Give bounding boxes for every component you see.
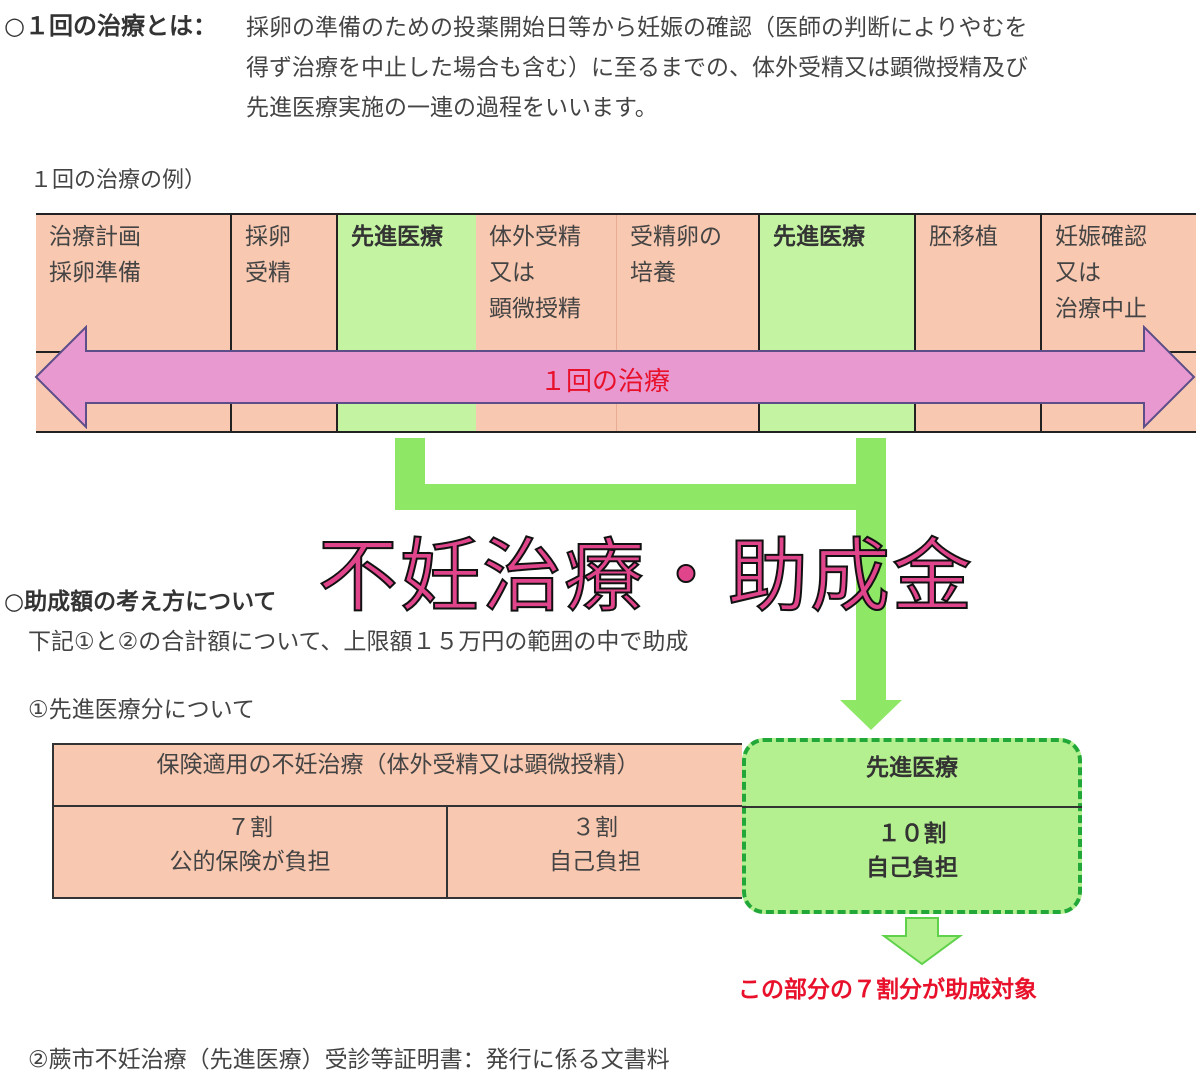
timeline-step-label: 胚移植 (929, 224, 998, 250)
self-pay-share-cell: ３割 自己負担 (448, 807, 742, 899)
subsidy-target-note: この部分の７割分が助成対象 (738, 977, 1037, 1003)
section1-heading: ①先進医療分について (28, 697, 255, 723)
down-arrow-icon (880, 917, 964, 966)
section2-heading: ②蕨市不妊治療（先進医療）受診等証明書：発行に係る文書料 (28, 1047, 670, 1073)
timeline-step-label: 体外受精又は顕微授精 (489, 224, 581, 322)
insured-treatment-header: 保険適用の不妊治療（体外受精又は顕微授精） (52, 743, 742, 807)
overlay-title: 不妊治療・助成金 (317, 529, 974, 624)
advanced-self-pay-label: 自己負担 (866, 855, 958, 881)
advanced-medical-connector-arrow (395, 438, 902, 730)
definition-line-2: 得ず治療を中止した場合も含む）に至るまでの、体外受精又は顕微授精及び (246, 55, 1028, 81)
definition-heading: ○１回の治療とは： (4, 12, 217, 40)
definition-line-1: 採卵の準備のための投薬開始日等から妊娠の確認（医師の判断によりやむを (246, 15, 1028, 41)
advanced-cell-divider (742, 806, 1082, 808)
advanced-medical-header: 先進医療 (866, 755, 958, 781)
timeline-step-label: 受精卵の培養 (630, 224, 722, 286)
public-insurance-share-cell: ７割 公的保険が負担 (52, 807, 448, 899)
timeline-step-label: 採卵受精 (245, 224, 291, 286)
timeline-step-label: 先進医療 (773, 224, 865, 250)
cost-breakdown-table: 保険適用の不妊治療（体外受精又は顕微授精） ７割 公的保険が負担 ３割 自己負担 (52, 743, 1092, 899)
subsidy-description: 下記①と②の合計額について、上限額１５万円の範囲の中で助成 (28, 629, 689, 655)
one-treatment-label: １回の治療 (540, 367, 671, 397)
timeline-step-label: 先進医療 (351, 224, 443, 250)
advanced-ratio: １０割 (877, 821, 947, 847)
timeline-step-label: 治療計画採卵準備 (49, 224, 141, 286)
timeline-step-label: 妊娠確認又は治療中止 (1055, 224, 1147, 322)
definition-line-3: 先進医療実施の一連の過程をいいます。 (246, 95, 658, 121)
subsidy-heading: ○助成額の考え方について (4, 589, 277, 615)
example-heading: １回の治療の例） (30, 168, 207, 193)
double-arrow-icon (34, 325, 1196, 429)
advanced-medical-highlight-box (742, 738, 1082, 914)
